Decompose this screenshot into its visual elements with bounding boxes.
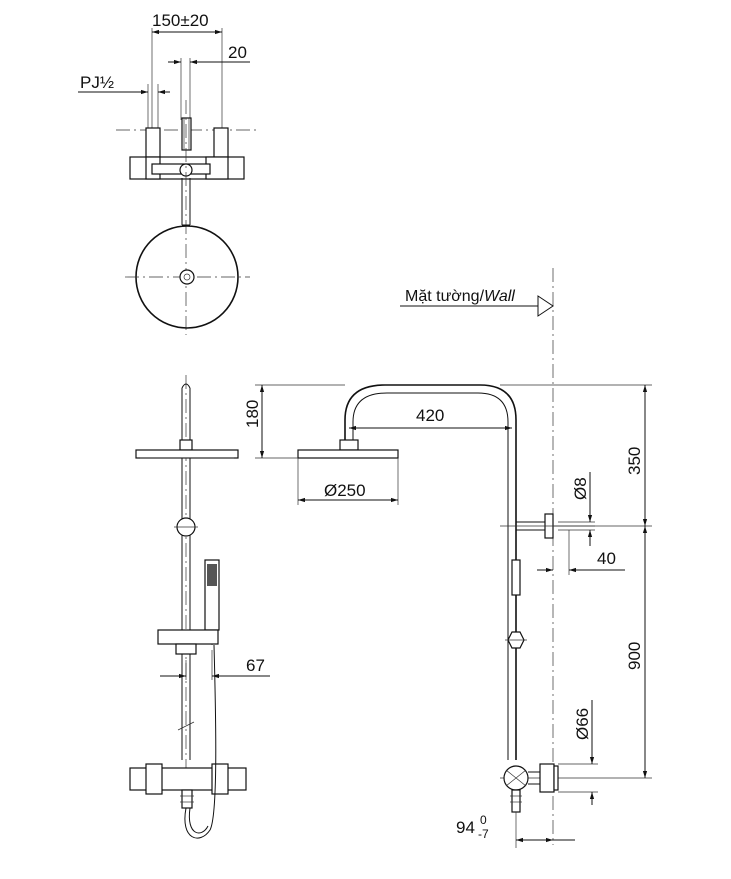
dim-arm-reach: 420 [416,406,444,425]
front-view: 67 [129,375,270,839]
dim-pipe-diameter: Ø66 [573,708,592,740]
dim-offset: 20 [228,43,247,62]
dim-mixer-depth-lower: -7 [478,827,489,841]
dim-inlet-spacing: 150±20 [152,11,209,30]
dim-top-to-bracket: 350 [625,447,644,475]
dim-rail-to-head: 180 [243,400,262,428]
side-view: Mặt tường/Wall 180 420 Ø250 350 [243,268,652,848]
dim-bracket-to-mixer: 900 [625,642,644,670]
dim-bracket-hole: Ø8 [571,477,590,500]
dim-bracket-offset: 40 [597,549,616,568]
dim-head-diameter: Ø250 [324,481,366,500]
dim-mixer-depth-upper: 0 [480,813,487,827]
wall-label: Mặt tường/Wall [405,288,515,305]
dim-thread: PJ½ [80,73,114,92]
dim-mixer-depth: 94 [456,818,475,837]
dim-hand-offset: 67 [246,656,265,675]
top-view: 150±20 20 PJ½ [78,11,258,335]
